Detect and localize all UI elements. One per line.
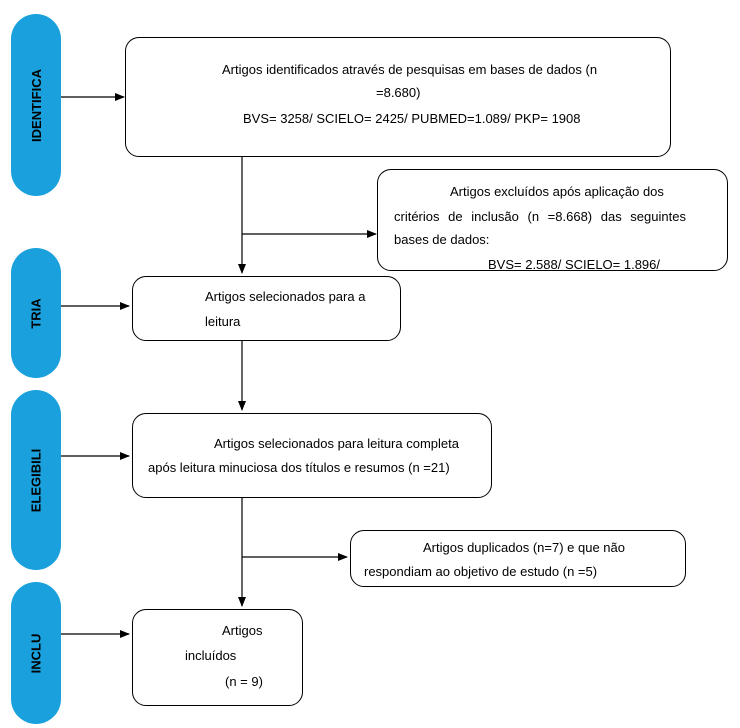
excluded-line4: BVS= 2.588/ SCIELO= 1.896/ [488, 257, 661, 271]
identified-line3: BVS= 3258/ SCIELO= 2425/ PUBMED=1.089/ P… [243, 111, 581, 126]
excluded-line2: critérios de inclusão (n =8.668) das seg… [394, 209, 686, 224]
phase-identifica: IDENTIFICA [11, 14, 61, 196]
selected-full-line1: Artigos selecionados para leitura comple… [214, 436, 459, 451]
included-line1: Artigos [222, 623, 263, 638]
phase-elegibili: ELEGIBILI [11, 390, 61, 570]
excluded-line1: Artigos excluídos após aplicação dos [450, 184, 664, 199]
identified-line1: Artigos identificados através de pesquis… [222, 62, 598, 77]
duplicates-line1: Artigos duplicados (n=7) e que não [423, 540, 625, 555]
selected-reading-line1: Artigos selecionados para a [205, 289, 366, 304]
box-included: Artigos incluídos (n = 9) [132, 609, 303, 706]
box-identified: Artigos identificados através de pesquis… [125, 37, 671, 157]
box-selected-full: Artigos selecionados para leitura comple… [132, 413, 492, 498]
phase-inclu: INCLU [11, 582, 61, 724]
box-selected-reading: Artigos selecionados para a leitura [132, 276, 401, 341]
box-excluded: Artigos excluídos após aplicação dos cri… [377, 169, 728, 271]
box-duplicates: Artigos duplicados (n=7) e que não respo… [350, 530, 686, 587]
selected-reading-line2: leitura [205, 314, 241, 329]
duplicates-line2: respondiam ao objetivo de estudo (n =5) [364, 564, 598, 579]
included-line2: incluídos [185, 648, 237, 663]
identified-line2: =8.680) [376, 85, 421, 100]
selected-full-line2: após leitura minuciosa dos títulos e res… [148, 460, 450, 475]
excluded-line3: bases de dados: [394, 232, 490, 247]
phase-tria: TRIA [11, 248, 61, 378]
included-line3: (n = 9) [225, 674, 263, 689]
